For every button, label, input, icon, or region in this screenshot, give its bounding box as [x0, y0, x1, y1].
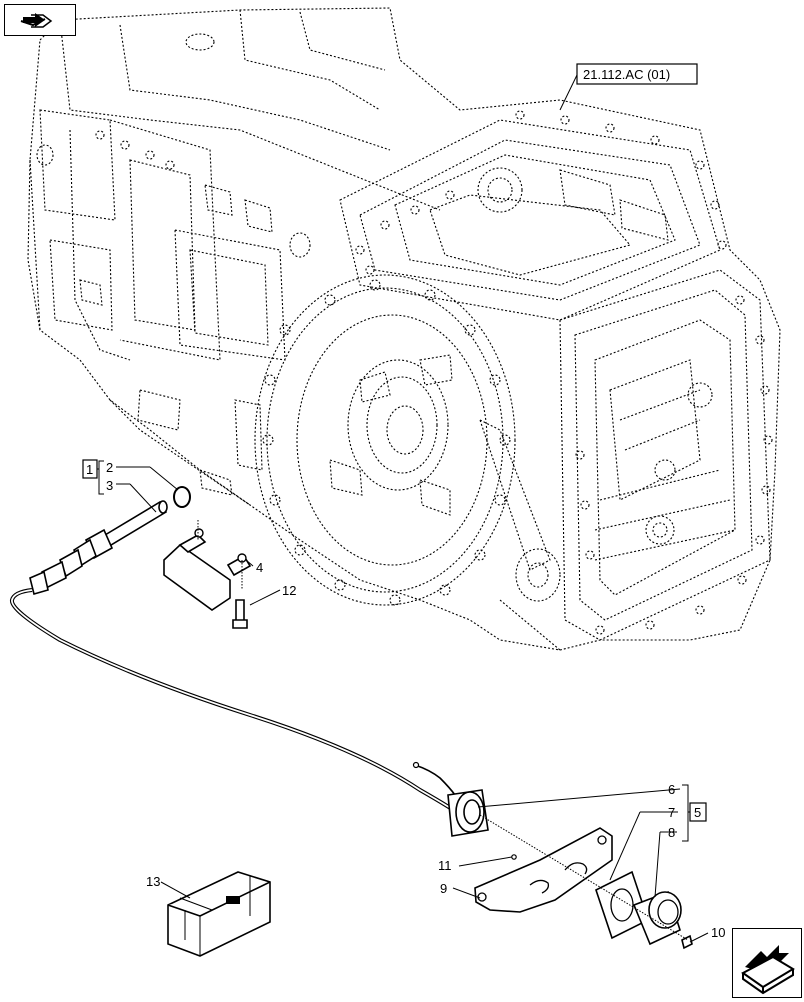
reference-link-21-112-ac[interactable]: 21.112.AC (01) [559, 63, 698, 111]
callout-12[interactable]: 12 [282, 583, 296, 598]
callout-13[interactable]: 13 [146, 874, 160, 889]
sensor-bracket-part [163, 520, 252, 611]
arrow-right-page-icon [741, 945, 795, 995]
arrow-left-page-icon [20, 13, 53, 28]
callout-8[interactable]: 8 [668, 825, 675, 840]
group-bracket-1 [82, 459, 104, 495]
callout-7[interactable]: 7 [668, 805, 675, 820]
callout-11[interactable]: 11 [438, 858, 452, 873]
sleeve-part [632, 890, 682, 946]
next-page-button[interactable] [732, 928, 802, 998]
callout-4[interactable]: 4 [256, 560, 263, 575]
rear-flange [254, 274, 516, 606]
callout-10[interactable]: 10 [711, 925, 725, 940]
callout-2[interactable]: 2 [106, 460, 113, 475]
callout-9[interactable]: 9 [440, 881, 447, 896]
previous-page-button[interactable] [4, 4, 76, 36]
sensor-assembly [10, 486, 489, 837]
rear-frame-bolts [575, 295, 773, 635]
group-bracket-5 [682, 784, 707, 842]
callout-6[interactable]: 6 [668, 782, 675, 797]
housing-bolt-bosses [355, 110, 727, 275]
group-label-5: 5 [694, 805, 701, 820]
kit-box-part [167, 871, 271, 957]
connector-part [447, 789, 489, 837]
reference-link-text: 21.112.AC (01) [583, 67, 670, 82]
transmission-housing-outline [27, 7, 781, 651]
group-label-1: 1 [86, 462, 93, 477]
bracket-bolt-part [232, 599, 248, 629]
callout-3[interactable]: 3 [106, 478, 113, 493]
leader-lines [116, 466, 709, 943]
screw-part [681, 934, 693, 950]
mounting-plate-part [474, 827, 613, 913]
o-ring-part [173, 486, 191, 508]
